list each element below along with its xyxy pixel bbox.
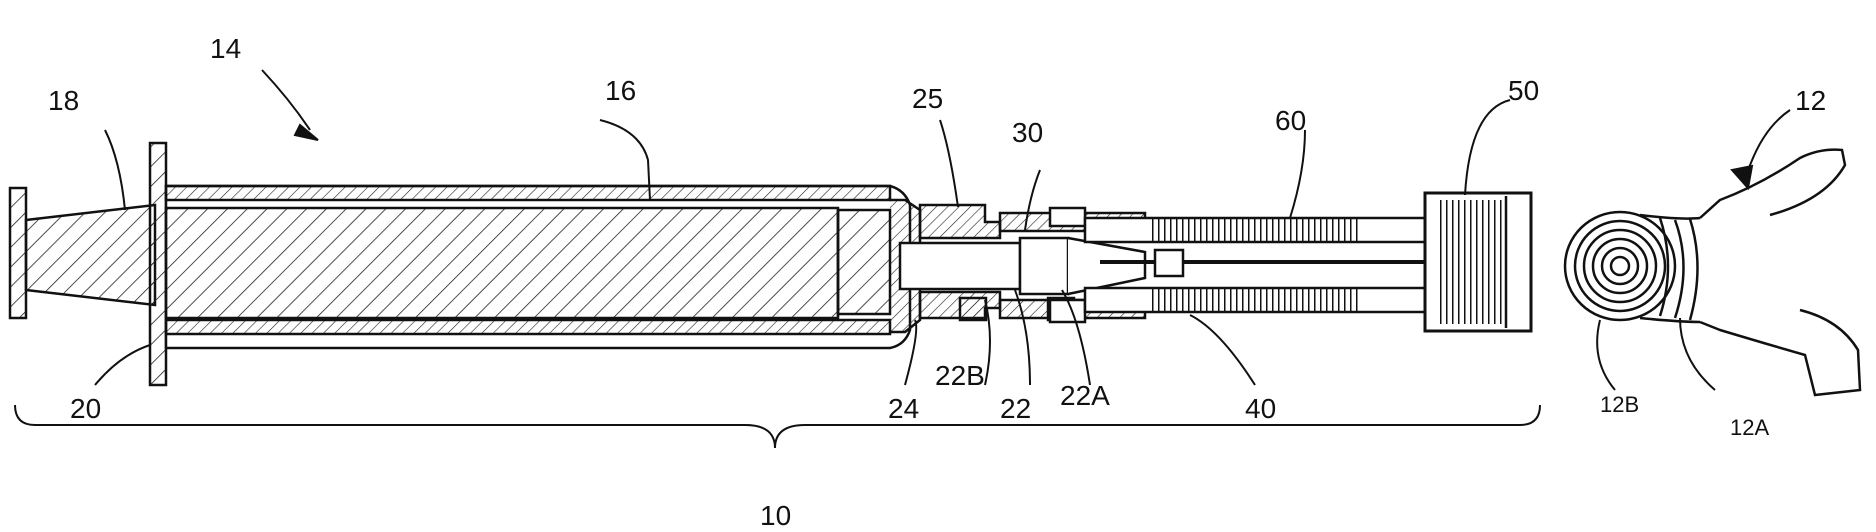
label-25: 25	[912, 83, 943, 114]
label-30: 30	[1012, 117, 1043, 148]
label-24: 24	[888, 393, 919, 424]
label-40: 40	[1245, 393, 1276, 424]
label-22A: 22A	[1060, 380, 1110, 411]
tip-assembly	[900, 193, 1531, 331]
syringe	[10, 143, 920, 385]
finger-flange	[150, 143, 166, 385]
tooth-crown-outer	[1565, 212, 1675, 320]
label-14: 14	[210, 33, 241, 64]
label-12B: 12B	[1600, 392, 1639, 417]
tooth	[1565, 150, 1860, 395]
label-20: 20	[70, 393, 101, 424]
plunger-rod	[26, 205, 155, 305]
label-10: 10	[760, 500, 791, 531]
label-22B: 22B	[935, 360, 985, 391]
label-12: 12	[1795, 85, 1826, 116]
plunger-end-cap	[10, 188, 26, 318]
label-22: 22	[1000, 393, 1031, 424]
collar	[920, 205, 1000, 238]
label-60: 60	[1275, 105, 1306, 136]
plunger-seal	[838, 210, 890, 314]
plunger-body	[166, 208, 838, 318]
tip-body	[900, 243, 1020, 289]
tooth-root	[1700, 150, 1860, 395]
label-18: 18	[48, 85, 79, 116]
label-16: 16	[605, 75, 636, 106]
label-50: 50	[1508, 75, 1539, 106]
label-12A: 12A	[1730, 415, 1769, 440]
